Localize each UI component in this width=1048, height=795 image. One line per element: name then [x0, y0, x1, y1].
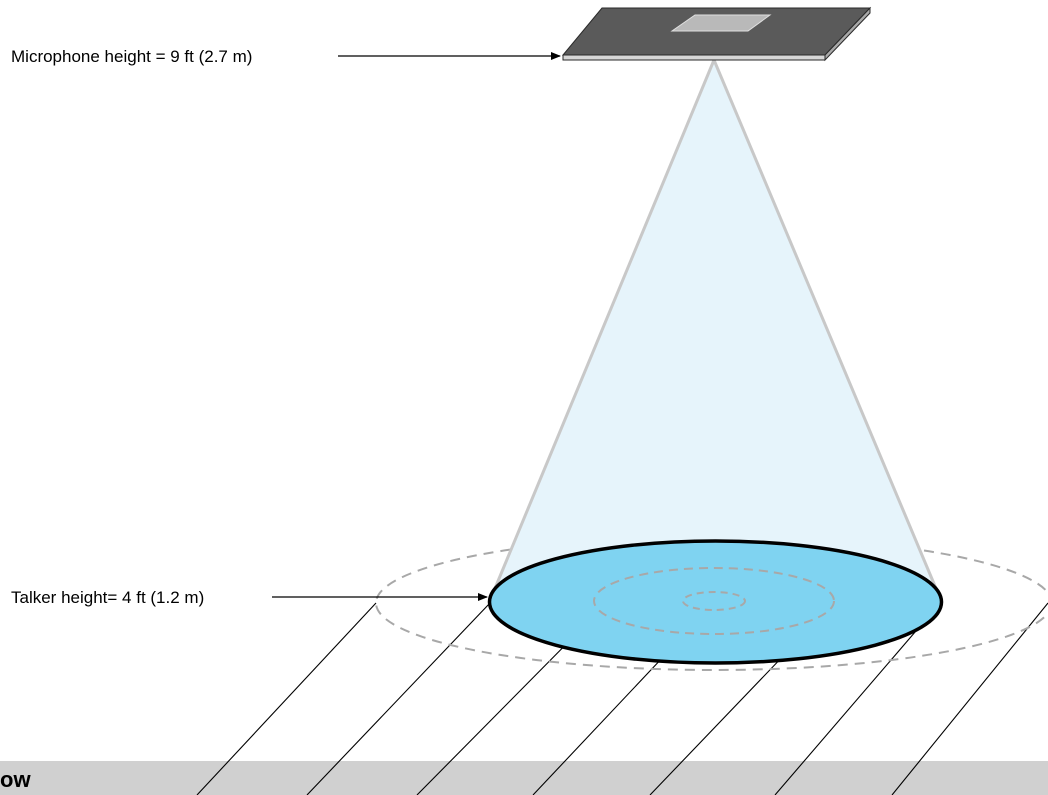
floor-line	[891, 602, 1048, 795]
talker-pickup-disc	[487, 539, 944, 665]
mic-sensor-panel	[670, 14, 772, 32]
mic-front-edge	[562, 54, 826, 61]
floor-line	[196, 602, 377, 795]
ceiling-microphone-icon	[561, 6, 872, 62]
floor-line	[306, 602, 491, 795]
talker-height-label: Talker height= 4 ft (1.2 m)	[11, 588, 204, 607]
cone-edge-left	[489, 59, 716, 599]
floor-line	[774, 602, 941, 795]
cone-edge-right	[712, 59, 942, 599]
inner-coverage-ring	[682, 591, 746, 611]
middle-coverage-ring	[593, 567, 835, 635]
coverage-cone	[491, 60, 940, 598]
footer-bar	[0, 761, 1048, 795]
microphone-height-label: Microphone height = 9 ft (2.7 m)	[11, 47, 252, 66]
mic-side-edge	[824, 6, 871, 62]
footer-bar-text: ow	[0, 767, 31, 792]
